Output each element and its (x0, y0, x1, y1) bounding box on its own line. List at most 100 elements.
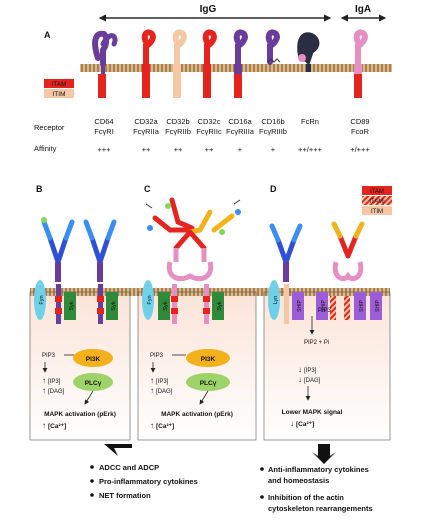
row-receptor-label: Receptor (34, 123, 65, 132)
panel-d-antibody-1 (269, 223, 303, 282)
panel-b-itam-2a (97, 296, 104, 302)
panel-d-mapk: Lower MAPK signal (282, 409, 343, 416)
panel-d-pip3: PIP3 (318, 308, 332, 314)
panel-c-receptor-ecto (166, 261, 214, 282)
receptor-affinity: + (238, 145, 243, 154)
panel-d-pip2: PIP2 + Pi (304, 340, 329, 346)
outcome-bc-arrow-icon (104, 444, 132, 456)
panel-c-dag-arrow-icon: ↑ (150, 386, 154, 395)
outcome-bullet (260, 467, 264, 471)
panel-d: D ITAM ITAMi ITIM Lyn SHIP SHIP SHIP SHI… (268, 184, 392, 428)
panel-c-ip3: [IP3] (156, 379, 169, 385)
panel-b-antibody-2 (83, 219, 117, 282)
panel-b-syk-2-shape (106, 292, 118, 320)
panel-b-plc: PLCγ (85, 380, 102, 387)
receptor-subname: FcγRI (94, 127, 114, 136)
igg-label: IgG (200, 4, 217, 15)
legend-itam-swatch (44, 79, 74, 88)
legend-itim-swatch (44, 89, 74, 98)
panel-b-dag: [DAG] (48, 389, 65, 395)
panel-d-lyn-shape (268, 280, 280, 320)
receptor-name: CD32b (166, 117, 189, 126)
receptor-subname: FcγRIIa (133, 127, 160, 136)
panel-c-cytoplasm (138, 292, 256, 440)
receptor-affinity: ++ (205, 145, 214, 154)
panel-c-plc-shape (186, 373, 230, 391)
panel-c-mapk: MAPK activation (pErk) (161, 411, 233, 418)
panel-c-letter: C (144, 184, 151, 194)
panel-c-itam-1a (171, 296, 178, 302)
panel-c-syk-2-shape (212, 292, 224, 320)
receptor-name: CD32a (134, 117, 158, 126)
panel-c-ca: [Ca²⁺] (156, 423, 174, 430)
legend-itim: ITIM (53, 91, 66, 98)
receptor-name: CD16b (261, 117, 284, 126)
panel-b-pi3k: PI3K (86, 356, 101, 363)
receptor-cd32c-shape (202, 29, 217, 98)
receptor-cd16a-shape (233, 29, 248, 98)
panel-b-syk-1: Syk (69, 301, 75, 310)
receptor-subname: FcαR (351, 127, 370, 136)
panel-d-legend-itam-swatch (362, 186, 392, 195)
receptor-name-list: CD64FcγRI+++CD32aFcγRIIa++CD32bFcγRIIb++… (94, 117, 370, 154)
panel-b-ca-arrow-icon: ↑ (42, 421, 46, 430)
panel-b-pip3: PIP3 (42, 353, 56, 359)
panel-c: C Fyn Syk Syk PIP3 PI3K PLCγ ↑ (142, 184, 241, 430)
receptor-cd16b-shape (265, 29, 281, 65)
outcome-bullet (90, 465, 94, 469)
receptor-affinity: + (271, 145, 276, 154)
panel-c-pip3: PIP3 (150, 353, 164, 359)
panel-c-receptor-1 (172, 284, 177, 324)
panel-b-plc-shape (73, 373, 113, 391)
receptor-name: FcRn (301, 117, 319, 126)
panel-d-antibody-2 (331, 221, 365, 282)
panel-c-pi3k: PI3K (201, 356, 216, 363)
panel-c-itam-1b (171, 308, 178, 314)
receptor-name: CD64 (94, 117, 113, 126)
panel-b-ip3-arrow-icon: ↑ (42, 376, 46, 385)
panel-c-ip3-arrow-icon: ↑ (150, 376, 154, 385)
panel-d-lyn: Lyn (273, 296, 279, 305)
panel-d-dag-arrow-icon: ↓ (298, 375, 302, 384)
panel-b-ip3: [IP3] (48, 379, 61, 385)
outcome-d-arrow-icon (312, 444, 336, 464)
outcome-item: Pro-inflammatory cytokines (99, 477, 198, 486)
panel-b-itam-2b (97, 308, 104, 314)
panel-d-ship-3-shape (370, 292, 382, 320)
panel-b-dag-arrow-icon: ↑ (42, 386, 46, 395)
receptor-cd64-shape (92, 30, 118, 98)
panel-d-legend-itamr-swatch (362, 196, 392, 205)
panel-b-pi3k-shape (73, 349, 113, 367)
panel-b-fyn-shape (34, 280, 46, 320)
panel-c-receptor-2 (204, 284, 209, 324)
panel-c-plc: PLCγ (200, 380, 217, 387)
receptor-cd32b-shape (172, 29, 187, 98)
receptor-name: CD32c (198, 117, 221, 126)
panel-d-ip3-arrow-icon: ↓ (298, 365, 302, 374)
panel-d-itami-2 (344, 296, 350, 320)
panel-d-ca: [Ca²⁺] (296, 421, 314, 428)
panel-c-pi3k-shape (186, 349, 230, 367)
panel-b-receptor-1 (56, 284, 61, 324)
panel-c-fyn: Fyn (147, 295, 153, 304)
panel-c-syk-1: Syk (163, 301, 169, 310)
receptor-affinity: ++ (174, 145, 183, 154)
panel-b-itam-1a (55, 296, 62, 302)
outcome-item: ADCC and ADCP (99, 463, 159, 472)
panel-c-syk-2: Syk (217, 301, 223, 310)
receptor-affinity: ++/+++ (298, 145, 323, 154)
panel-d-ship-1-shape (292, 292, 304, 320)
panel-d-ship-4-shape (316, 292, 328, 320)
panel-c-frame (137, 291, 257, 441)
panel-a: A IgG IgA ITAM ITIM (34, 4, 392, 154)
receptor-subname: FcγRIIc (196, 127, 222, 136)
panel-c-itam-2b (203, 308, 210, 314)
receptor-subname: FcγRIIb (165, 127, 191, 136)
panel-b-syk-1-shape (64, 292, 76, 320)
panel-b-mapk: MAPK activation (pErk) (44, 411, 116, 418)
receptor-subname: FcγRIIIb (259, 127, 287, 136)
